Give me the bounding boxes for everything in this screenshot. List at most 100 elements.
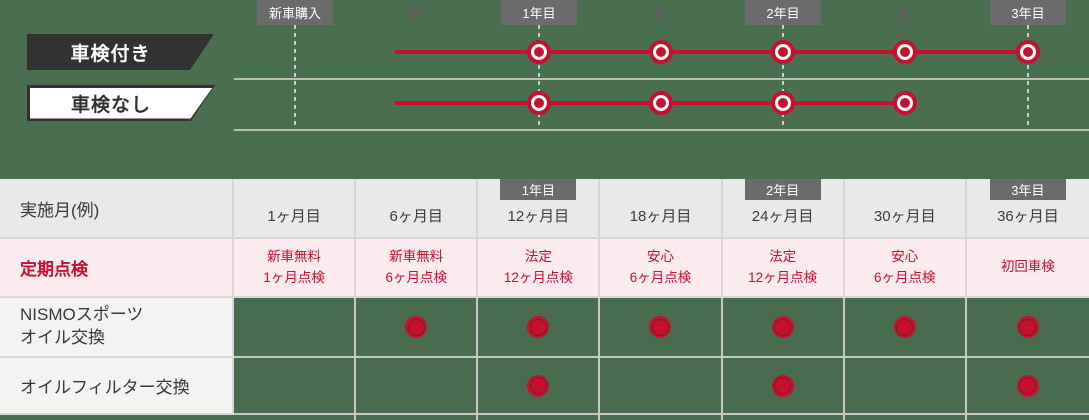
column-header-36m: 3年目 36ヶ月目 (966, 179, 1089, 239)
row-divider (234, 129, 1089, 131)
oil-change-dot-icon (1016, 316, 1039, 338)
year1-badge: 1年目 (501, 0, 577, 25)
oil-filter-cell-12m (478, 358, 601, 415)
schedule-table: 実施月(例) 1ヶ月目 6ヶ月目 1年目 12ヶ月目 18ヶ月目 2年目 24ヶ… (0, 179, 1089, 420)
footer-strip (234, 415, 357, 420)
year-badge: 3年目 (989, 179, 1066, 200)
nismo-oil-cell-12m (478, 298, 601, 358)
month-label: 18ヶ月目 (629, 208, 692, 225)
nismo-oil-cell-1m (234, 298, 357, 358)
inspection-point-icon (771, 40, 795, 64)
column-header-12m: 1年目 12ヶ月目 (478, 179, 601, 239)
month-label: 36ヶ月目 (997, 208, 1059, 225)
inspection-point-icon (649, 40, 673, 64)
year2-badge: 2年目 (745, 0, 821, 25)
nismo-oil-cell-24m (722, 298, 845, 358)
footer-strip (478, 415, 601, 420)
nismo-oil-cell-6m (356, 298, 479, 358)
flag-shape-inner (30, 88, 213, 119)
inspection-cell-30m: 安心 6ヶ月点検 (844, 239, 967, 298)
inspection-text: 新車無料 (267, 248, 322, 264)
inspection-text: 法定 (769, 248, 797, 264)
oil-change-dot-icon (405, 316, 428, 338)
inspection-point-icon (893, 91, 917, 115)
timeline-section: 新車購入 1年目 2年目 3年目 車検付き 車検なし (0, 0, 1089, 179)
year-badge: 1年目 (500, 179, 577, 200)
oil-filter-cell-6m (356, 358, 479, 415)
inspection-text: 新車無料 (389, 248, 444, 264)
oil-change-dot-icon (649, 316, 672, 338)
nismo-oil-cell-36m (966, 298, 1089, 358)
inspection-point-icon (527, 91, 551, 115)
inspection-point-icon (893, 40, 917, 64)
column-header-18m: 18ヶ月目 (600, 179, 723, 239)
inspection-text: 6ヶ月点検 (629, 269, 692, 285)
oil-filter-cell-36m (966, 358, 1089, 415)
row-header-text: オイル交換 (20, 328, 105, 347)
row-divider (234, 78, 1089, 80)
inspection-text: 12ヶ月点検 (503, 269, 573, 285)
column-header-1m: 1ヶ月目 (234, 179, 357, 239)
column-header-30m: 30ヶ月目 (844, 179, 967, 239)
footer-strip (0, 415, 234, 420)
column-header-24m: 2年目 24ヶ月目 (722, 179, 845, 239)
month-label: 1ヶ月目 (267, 208, 321, 225)
row-header-text: NISMOスポーツ (20, 305, 144, 325)
oil-filter-cell-24m (722, 358, 845, 415)
oil-change-dot-icon (771, 374, 794, 397)
nismo-oil-cell-18m (600, 298, 723, 358)
inspection-cell-24m: 法定 12ヶ月点検 (722, 239, 845, 298)
inspection-text: 6ヶ月点検 (874, 269, 936, 285)
oil-change-dot-icon (771, 316, 794, 338)
oil-change-dot-icon (527, 316, 550, 338)
month-label: 12ヶ月目 (507, 208, 570, 225)
right-arrow-icon (411, 7, 424, 21)
oil-filter-cell-18m (600, 358, 723, 415)
inspection-text: 1ヶ月点検 (263, 269, 325, 285)
right-arrow-icon (899, 7, 912, 21)
oil-change-dot-icon (1016, 374, 1039, 397)
inspection-point-icon (771, 91, 795, 115)
inspection-text: 安心 (891, 248, 919, 264)
inspection-cell-12m: 法定 12ヶ月点検 (478, 239, 601, 298)
row-header-nismo-oil: NISMOスポーツ オイル交換 (0, 298, 234, 358)
oil-change-dot-icon (527, 374, 550, 397)
column-header-6m: 6ヶ月目 (356, 179, 479, 239)
footer-strip (844, 415, 967, 420)
without-inspection-flag: 車検なし (27, 85, 215, 121)
inspection-cell-36m: 初回車検 (966, 239, 1089, 298)
inspection-text: 安心 (646, 248, 674, 264)
oil-change-dot-icon (893, 316, 916, 338)
footer-strip (356, 415, 479, 420)
row-header-oil-filter: オイルフィルター交換 (0, 358, 234, 415)
with-inspection-line (395, 50, 1028, 54)
inspection-text: 6ヶ月点検 (385, 269, 447, 285)
inspection-point-icon (649, 91, 673, 115)
month-label: 24ヶ月目 (751, 208, 814, 225)
month-label: 6ヶ月目 (389, 208, 443, 225)
table-header-months: 実施月(例) (0, 179, 234, 239)
footer-strip (600, 415, 723, 420)
flag-shape (27, 34, 214, 70)
inspection-cell-1m: 新車無料 1ヶ月点検 (234, 239, 357, 298)
year-badge: 2年目 (744, 179, 821, 200)
inspection-point-icon (527, 40, 551, 64)
oil-filter-cell-30m (844, 358, 967, 415)
purchase-badge: 新車購入 (257, 0, 333, 25)
inspection-text: 初回車検 (1000, 259, 1055, 275)
with-inspection-flag: 車検付き (27, 34, 214, 70)
oil-filter-cell-1m (234, 358, 357, 415)
inspection-text: 12ヶ月点検 (748, 269, 818, 285)
with-inspection-label: 車検付き (70, 43, 151, 65)
year3-badge: 3年目 (990, 0, 1066, 25)
footer-strip (722, 415, 845, 420)
row-header-periodic-inspection: 定期点検 (0, 239, 234, 298)
inspection-text: 法定 (524, 248, 552, 264)
inspection-cell-18m: 安心 6ヶ月点検 (600, 239, 723, 298)
inspection-point-icon (1016, 40, 1040, 64)
without-inspection-label: 車検なし (70, 94, 151, 116)
month-label: 30ヶ月目 (873, 208, 936, 225)
inspection-cell-6m: 新車無料 6ヶ月点検 (356, 239, 479, 298)
nismo-oil-cell-30m (844, 298, 967, 358)
